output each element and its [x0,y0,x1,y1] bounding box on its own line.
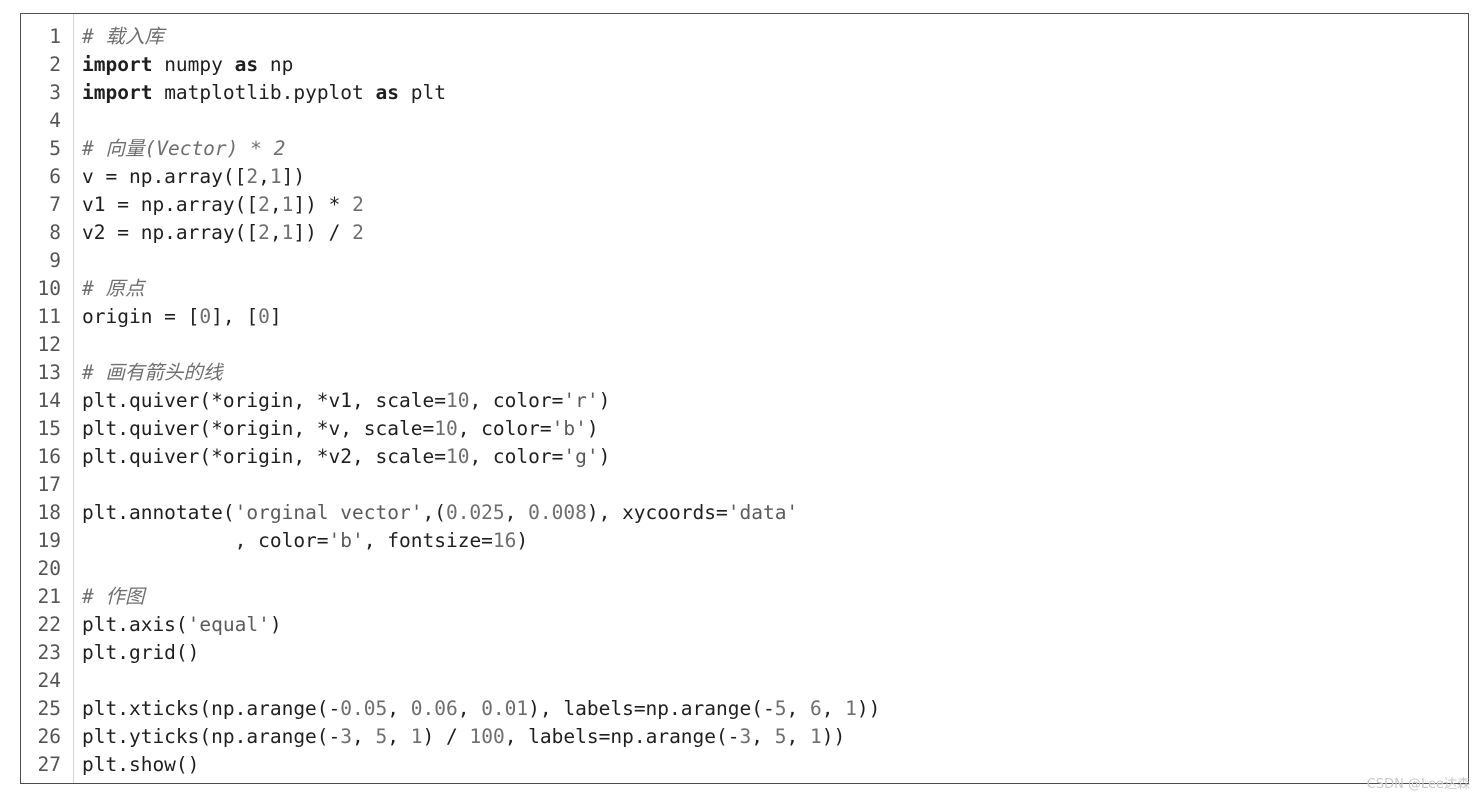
line-code: import numpy as np [82,53,294,76]
line-code: plt.yticks(np.arange(-3, 5, 1) / 100, la… [82,725,846,748]
line-code: , color='b', fontsize=16) [82,529,529,552]
line-number: 10 [37,277,61,300]
code-line: 12 [20,331,1484,359]
code-block [20,13,1469,784]
gutter-separator [73,14,74,783]
line-number: 1 [49,25,61,48]
code-line: 3 import matplotlib.pyplot as plt [20,79,1484,107]
line-number: 19 [37,529,61,552]
line-code: plt.quiver(*origin, *v1, scale=10, color… [82,389,611,412]
line-code: # 画有箭头的线 [82,361,223,384]
line-code: origin = [0], [0] [82,305,282,328]
line-number: 4 [49,109,61,132]
line-number: 11 [37,305,61,328]
line-number: 9 [49,249,61,272]
line-number: 14 [37,389,61,412]
code-line: 26 plt.yticks(np.arange(-3, 5, 1) / 100, … [20,723,1484,751]
code-line: 13 # 画有箭头的线 [20,359,1484,387]
code-line: 6 v = np.array([2,1]) [20,163,1484,191]
line-code: v2 = np.array([2,1]) / 2 [82,221,364,244]
code-line: 4 [20,107,1484,135]
line-number: 24 [37,669,61,692]
line-code: import matplotlib.pyplot as plt [82,81,446,104]
line-code: v1 = np.array([2,1]) * 2 [82,193,364,216]
code-line: 1 # 载入库 [20,23,1484,51]
code-line: 27 plt.show() [20,751,1484,779]
line-number: 15 [37,417,61,440]
line-number: 8 [49,221,61,244]
line-code: plt.grid() [82,641,200,664]
code-line: 22 plt.axis('equal') [20,611,1484,639]
line-number: 2 [49,53,61,76]
code-line: 15 plt.quiver(*origin, *v, scale=10, colo… [20,415,1484,443]
line-number: 16 [37,445,61,468]
line-code: plt.xticks(np.arange(-0.05, 0.06, 0.01),… [82,697,881,720]
line-code: v = np.array([2,1]) [82,165,306,188]
line-number: 7 [49,193,61,216]
code-line: 14 plt.quiver(*origin, *v1, scale=10, col… [20,387,1484,415]
watermark: CSDN @Lee达森 [1366,777,1470,792]
line-code: # 作图 [82,585,145,608]
line-number: 13 [37,361,61,384]
code-line: 17 [20,471,1484,499]
code-line: 2 import numpy as np [20,51,1484,79]
line-number: 6 [49,165,61,188]
line-code: plt.annotate('orginal vector',(0.025, 0.… [82,501,799,524]
line-number: 5 [49,137,61,160]
code-line: 11 origin = [0], [0] [20,303,1484,331]
code-line: 23 plt.grid() [20,639,1484,667]
line-number: 21 [37,585,61,608]
code-line: 24 [20,667,1484,695]
code-line: 9 [20,247,1484,275]
line-number: 12 [37,333,61,356]
line-code: # 载入库 [82,25,164,48]
code-line: 16 plt.quiver(*origin, *v2, scale=10, col… [20,443,1484,471]
line-code: plt.quiver(*origin, *v, scale=10, color=… [82,417,599,440]
code-line: 19 , color='b', fontsize=16) [20,527,1484,555]
line-code: plt.show() [82,753,200,776]
line-code: # 向量(Vector) * 2 [82,137,286,160]
code-line: 10 # 原点 [20,275,1484,303]
line-number: 20 [37,557,61,580]
line-number: 23 [37,641,61,664]
line-number: 18 [37,501,61,524]
code-line: 8 v2 = np.array([2,1]) / 2 [20,219,1484,247]
line-number: 27 [37,753,61,776]
line-number: 26 [37,725,61,748]
line-code: # 原点 [82,277,145,300]
code-line: 21 # 作图 [20,583,1484,611]
line-number: 17 [37,473,61,496]
code-line: 7 v1 = np.array([2,1]) * 2 [20,191,1484,219]
line-number: 25 [37,697,61,720]
line-number: 3 [49,81,61,104]
line-number: 22 [37,613,61,636]
line-code: plt.axis('equal') [82,613,282,636]
code-line: 5 # 向量(Vector) * 2 [20,135,1484,163]
code-lines: 1 # 载入库 2 import numpy as np 3 import matplot… [20,23,1484,779]
code-line: 18 plt.annotate('orginal vector',(0.025, … [20,499,1484,527]
code-line: 25 plt.xticks(np.arange(-0.05, 0.06, 0.01… [20,695,1484,723]
code-line: 20 [20,555,1484,583]
line-code: plt.quiver(*origin, *v2, scale=10, color… [82,445,611,468]
